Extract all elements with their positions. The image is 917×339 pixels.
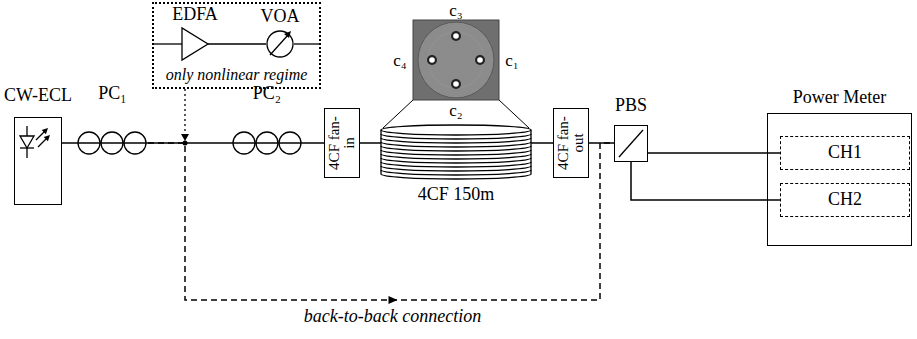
core-ring [451, 79, 461, 89]
diode-lead [26, 126, 27, 136]
fiber-loop [101, 132, 123, 154]
insertion-arrow [184, 89, 185, 134]
fan-out-box: 4CF fan-out [553, 108, 589, 178]
fiber-connection [302, 142, 324, 144]
channel-box: CH1 [780, 136, 910, 170]
core-ring [451, 31, 461, 41]
node-label: CH1 [828, 143, 862, 163]
node-label: Power Meter [793, 88, 886, 108]
fiber-connection [360, 142, 381, 144]
core-label: c₂ [449, 102, 462, 119]
node-label: only nonlinear regime [166, 66, 308, 84]
polarization-controller: PC₁ [77, 131, 148, 155]
optional-amplifier-box: EDFA VOA only nonlinear regime [152, 2, 321, 89]
node-label: 4CF fan-out [556, 112, 586, 174]
node-label: 4CF fan-in [327, 112, 357, 174]
inset-frame [413, 20, 499, 100]
cladding-texture [428, 32, 484, 88]
fiber-connection [531, 142, 553, 144]
attenuator-circle [267, 31, 293, 57]
fiber-connection [62, 142, 77, 144]
spool-side [380, 130, 381, 174]
polarization-controller: PC₂ [232, 131, 302, 155]
spool-top [381, 125, 531, 135]
core-ring [475, 55, 485, 65]
laser-box: CW-ECL [14, 117, 62, 205]
diode-symbol [20, 136, 34, 148]
cladding [418, 22, 494, 98]
splitter-box: PBS [614, 125, 648, 162]
arrowhead [181, 134, 189, 141]
core [453, 33, 459, 39]
fiber-loop [256, 132, 278, 154]
core-ring [427, 55, 437, 65]
channel-box: CH2 [780, 183, 910, 217]
node-label: PC₂ [253, 84, 281, 104]
diode-lead [26, 148, 27, 158]
arrowhead [42, 128, 48, 134]
zoom-line [383, 100, 413, 128]
fiber-cross-section [413, 20, 499, 100]
edge-arrowhead [389, 296, 398, 304]
node-label: PBS [615, 96, 647, 116]
fiber-connection [148, 143, 614, 300]
fiber-loop [124, 132, 146, 154]
core-label: c₁ [505, 52, 518, 69]
fiber-loop [279, 132, 301, 154]
connection-label: back-to-back connection [301, 307, 484, 327]
fiber-connection [589, 142, 614, 144]
node-label: CH2 [828, 190, 862, 210]
amplifier-symbol: EDFA [182, 28, 208, 60]
splitter-slash [619, 130, 643, 157]
node-label: CW-ECL [4, 86, 72, 106]
fiber-line [232, 142, 302, 143]
node-label: VOA [261, 7, 300, 27]
node-label: EDFA [172, 5, 218, 25]
arrowhead [284, 31, 291, 38]
arrowhead [44, 135, 50, 141]
fiber-line [154, 43, 182, 44]
core-label: c₃ [449, 2, 462, 19]
amplifier-triangle [182, 28, 208, 60]
fiber-spool: 4CF 150m [381, 125, 531, 181]
core-label: c₄ [393, 52, 406, 69]
zoom-line [499, 100, 529, 128]
fiber-line [77, 142, 148, 143]
fiber-line [294, 43, 319, 44]
attenuator-arrow [270, 35, 288, 55]
attenuator-symbol: VOA [266, 30, 294, 58]
spool-windings [381, 134, 531, 179]
power-meter-box: CH1CH2Power Meter [767, 113, 912, 246]
node-label: 4CF 150m [418, 185, 495, 205]
fiber-connection [631, 162, 780, 200]
core [453, 81, 459, 87]
node-label: PC₁ [98, 84, 126, 104]
fiber-loop [78, 132, 100, 154]
fiber-connection [208, 43, 266, 45]
fiber-connection [648, 152, 780, 154]
spool-side [530, 130, 531, 174]
fiber-loop [233, 132, 255, 154]
core [477, 57, 483, 63]
core [429, 57, 435, 63]
fan-in-box: 4CF fan-in [324, 108, 360, 178]
